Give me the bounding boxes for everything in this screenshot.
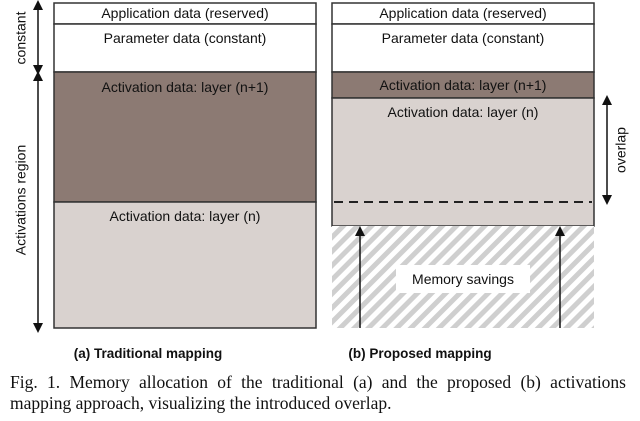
traditional-subcaption: (a) Traditional mapping	[74, 346, 223, 361]
traditional-application-label: Application data (reserved)	[101, 5, 268, 21]
memory-savings-label: Memory savings	[412, 271, 514, 287]
traditional-layer-n-label: Activation data: layer (n)	[110, 208, 261, 224]
figure-caption: Fig. 1. Memory allocation of the traditi…	[10, 372, 626, 413]
proposed-parameter-label: Parameter data (constant)	[382, 30, 545, 46]
proposed-subcaption: (b) Proposed mapping	[348, 346, 491, 361]
traditional-layer-n-block	[53, 201, 317, 329]
traditional-parameter-label: Parameter data (constant)	[104, 30, 267, 46]
constant-label: constant	[13, 11, 29, 64]
proposed-application-label: Application data (reserved)	[379, 5, 546, 21]
proposed-mapping: Application data (reserved) Parameter da…	[331, 2, 629, 361]
proposed-layer-n-block	[331, 97, 595, 227]
memory-savings-label-box	[396, 265, 530, 293]
activations-region-dimension: Activations region	[13, 71, 43, 333]
overlap-dimension: overlap	[602, 95, 629, 205]
proposed-layer-next-label: Activation data: layer (n+1)	[380, 77, 547, 93]
traditional-mapping: Application data (reserved) Parameter da…	[53, 2, 317, 361]
constant-dimension: constant	[13, 0, 43, 75]
proposed-parameter-block	[331, 23, 595, 73]
traditional-parameter-block	[53, 23, 317, 73]
activations-region-label: Activations region	[13, 145, 29, 256]
proposed-layer-n-label: Activation data: layer (n)	[388, 104, 539, 120]
traditional-layer-next-label: Activation data: layer (n+1)	[102, 79, 269, 95]
overlap-label: overlap	[613, 127, 629, 173]
